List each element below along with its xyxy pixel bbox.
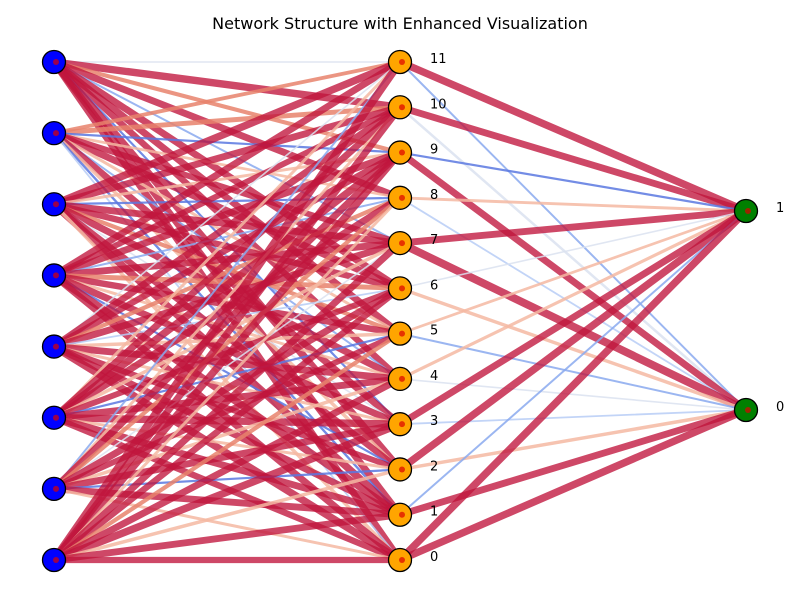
edge-1-10-1 [396,406,750,519]
edge-0-7-5 [50,285,404,564]
hidden-node-label-3: 8 [430,188,438,203]
edge-0-2-1 [50,103,404,208]
edge-1-0-1 [399,61,747,411]
edge-0-5-1 [50,103,404,422]
edge-0-1-0 [52,60,402,136]
edge-1-1-0 [396,103,750,215]
edge-0-7-6 [51,331,403,563]
edge-1-0-0 [396,58,750,215]
hidden-node-label-6: 5 [430,324,438,339]
edge-1-9-0 [396,207,750,474]
edge-1-1-1 [398,106,748,412]
hidden-node-center-11 [399,557,405,563]
input-node-center-2 [53,201,59,208]
hidden-node-center-4 [399,240,405,247]
edge-1-11-1 [396,406,750,564]
edge-0-3-1 [51,104,403,279]
edge-1-5-0 [399,210,747,290]
edge-1-8-0 [396,207,750,428]
input-node-center-1 [53,130,59,137]
edge-0-7-7 [50,375,404,564]
edge-0-5-0 [52,60,402,420]
edge-1-6-1 [399,332,747,411]
edge-1-9-1 [398,408,748,472]
hidden-node-label-9: 2 [430,459,438,474]
edge-0-6-3 [51,195,403,491]
edge-0-1-1 [51,104,403,136]
output-node-label-1: 0 [776,400,784,415]
input-node-center-6 [53,485,59,492]
hidden-node-label-5: 6 [430,278,438,293]
hidden-node-center-10 [399,511,405,518]
input-node-center-5 [53,414,59,421]
output-node-label-0: 1 [776,201,784,216]
input-node-center-7 [53,557,59,563]
hidden-node-label-2: 9 [430,143,438,158]
edge-0-7-9 [52,467,402,562]
edge-1-2-0 [398,151,748,213]
edge-0-7-2 [50,148,404,564]
edge-0-3-0 [50,58,404,279]
hidden-node-label-0: 11 [430,52,447,67]
edge-0-5-2 [50,148,404,422]
input-node-center-4 [53,343,59,350]
hidden-node-center-2 [399,149,405,156]
input-node-center-3 [53,272,59,279]
edge-0-6-1 [52,105,402,491]
edge-layer [50,58,750,564]
edge-0-4-4 [50,239,404,351]
edge-1-5-1 [398,286,748,412]
edge-0-7-8 [50,420,404,564]
edge-1-2-1 [396,149,750,414]
edge-0-6-6 [51,330,403,492]
hidden-node-label-11: 0 [430,550,438,565]
edge-1-4-1 [396,239,750,414]
hidden-node-center-5 [399,285,405,292]
edge-1-7-1 [399,378,747,411]
input-node-center-0 [53,59,59,65]
hidden-node-center-7 [399,375,405,382]
edge-1-6-0 [398,209,748,336]
edge-0-4-0 [53,61,401,348]
edge-1-7-0 [398,209,748,381]
output-node-center-1 [745,407,751,413]
hidden-node-center-3 [399,194,405,201]
edge-0-6-0 [53,61,401,490]
hidden-node-label-1: 10 [430,97,447,112]
edge-0-7-4 [50,239,404,564]
edge-0-2-0 [50,58,404,208]
edge-0-7-0 [50,58,404,564]
edge-0-6-4 [53,242,401,490]
edge-0-7-10 [50,511,404,564]
edge-1-4-0 [396,207,750,247]
edge-0-7-1 [50,103,404,564]
edge-1-8-1 [399,409,747,426]
edge-0-5-6 [52,332,402,419]
hidden-node-center-1 [399,104,405,111]
diagram-title: Network Structure with Enhanced Visualiz… [212,14,588,33]
edge-0-6-2 [50,149,404,493]
hidden-node-center-6 [399,330,405,337]
edge-1-3-0 [398,196,748,213]
output-node-center-0 [745,208,751,214]
hidden-node-label-4: 7 [430,233,438,248]
edge-0-3-8 [50,271,404,428]
edge-1-11-0 [396,207,750,564]
hidden-node-center-8 [399,421,405,428]
hidden-node-label-7: 4 [430,369,438,384]
edge-1-3-1 [399,196,747,411]
hidden-node-label-8: 3 [430,414,438,429]
hidden-node-center-9 [399,466,405,473]
hidden-node-center-0 [399,59,405,65]
edge-0-6-5 [50,284,404,493]
edge-1-10-0 [399,210,747,516]
edge-0-7-3 [52,196,402,562]
hidden-node-label-10: 1 [430,505,438,520]
